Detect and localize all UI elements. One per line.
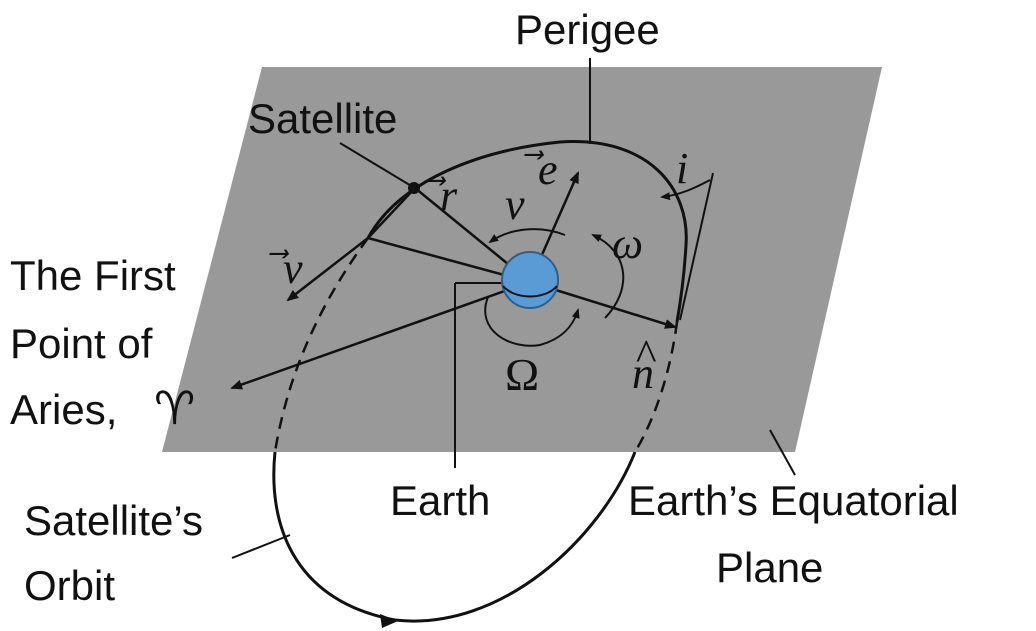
n-hat-symbol: n [632,349,654,398]
arg-perigee-arc [591,234,625,319]
orbit-label-line1: Satellite’s [24,497,203,544]
omega-small-symbol: ω [612,219,643,268]
aries-symbol: ♈ [154,381,195,435]
velocity-shaft [367,187,416,239]
orbit-dashed-left [273,237,370,453]
plane-label-line2: Plane [716,544,823,591]
orbit-leader [231,534,291,559]
earth-globe [501,251,559,309]
velocity-vector [286,237,369,302]
orbit-direction-arrow [380,614,398,628]
orbit-dashed-right [633,321,679,453]
orbit-label-line2: Orbit [24,562,115,609]
line-to-aries [230,280,531,390]
first-point-label-line3: Aries, [10,386,117,433]
inclination-reference-line [679,172,714,321]
omega-big-symbol: Ω [505,349,539,400]
raan-arc [484,296,580,347]
inclination-arc [660,179,711,201]
earth-equator [502,285,558,298]
true-anomaly-arc [488,228,566,244]
plane-leader [769,429,796,476]
e-vector-symbol: e [538,145,558,194]
orbit-solid-arc [366,140,688,323]
perigee-label: Perigee [515,6,660,53]
inclination-symbol: i [676,144,688,193]
plane-label-line1: Earth’s Equatorial [628,477,959,524]
first-point-label-line1: The First [10,252,176,299]
n-hat-mark: ^ [635,331,656,380]
satellite-label: Satellite [248,95,397,142]
r-vector-symbol: r [440,171,458,220]
first-point-label-line2: Point of [10,320,153,367]
satellite-leader [339,142,414,188]
nu-symbol: ν [505,180,525,229]
satellite-dot [408,182,420,194]
v-vector-symbol: v [283,244,303,293]
earth-label: Earth [390,477,490,524]
